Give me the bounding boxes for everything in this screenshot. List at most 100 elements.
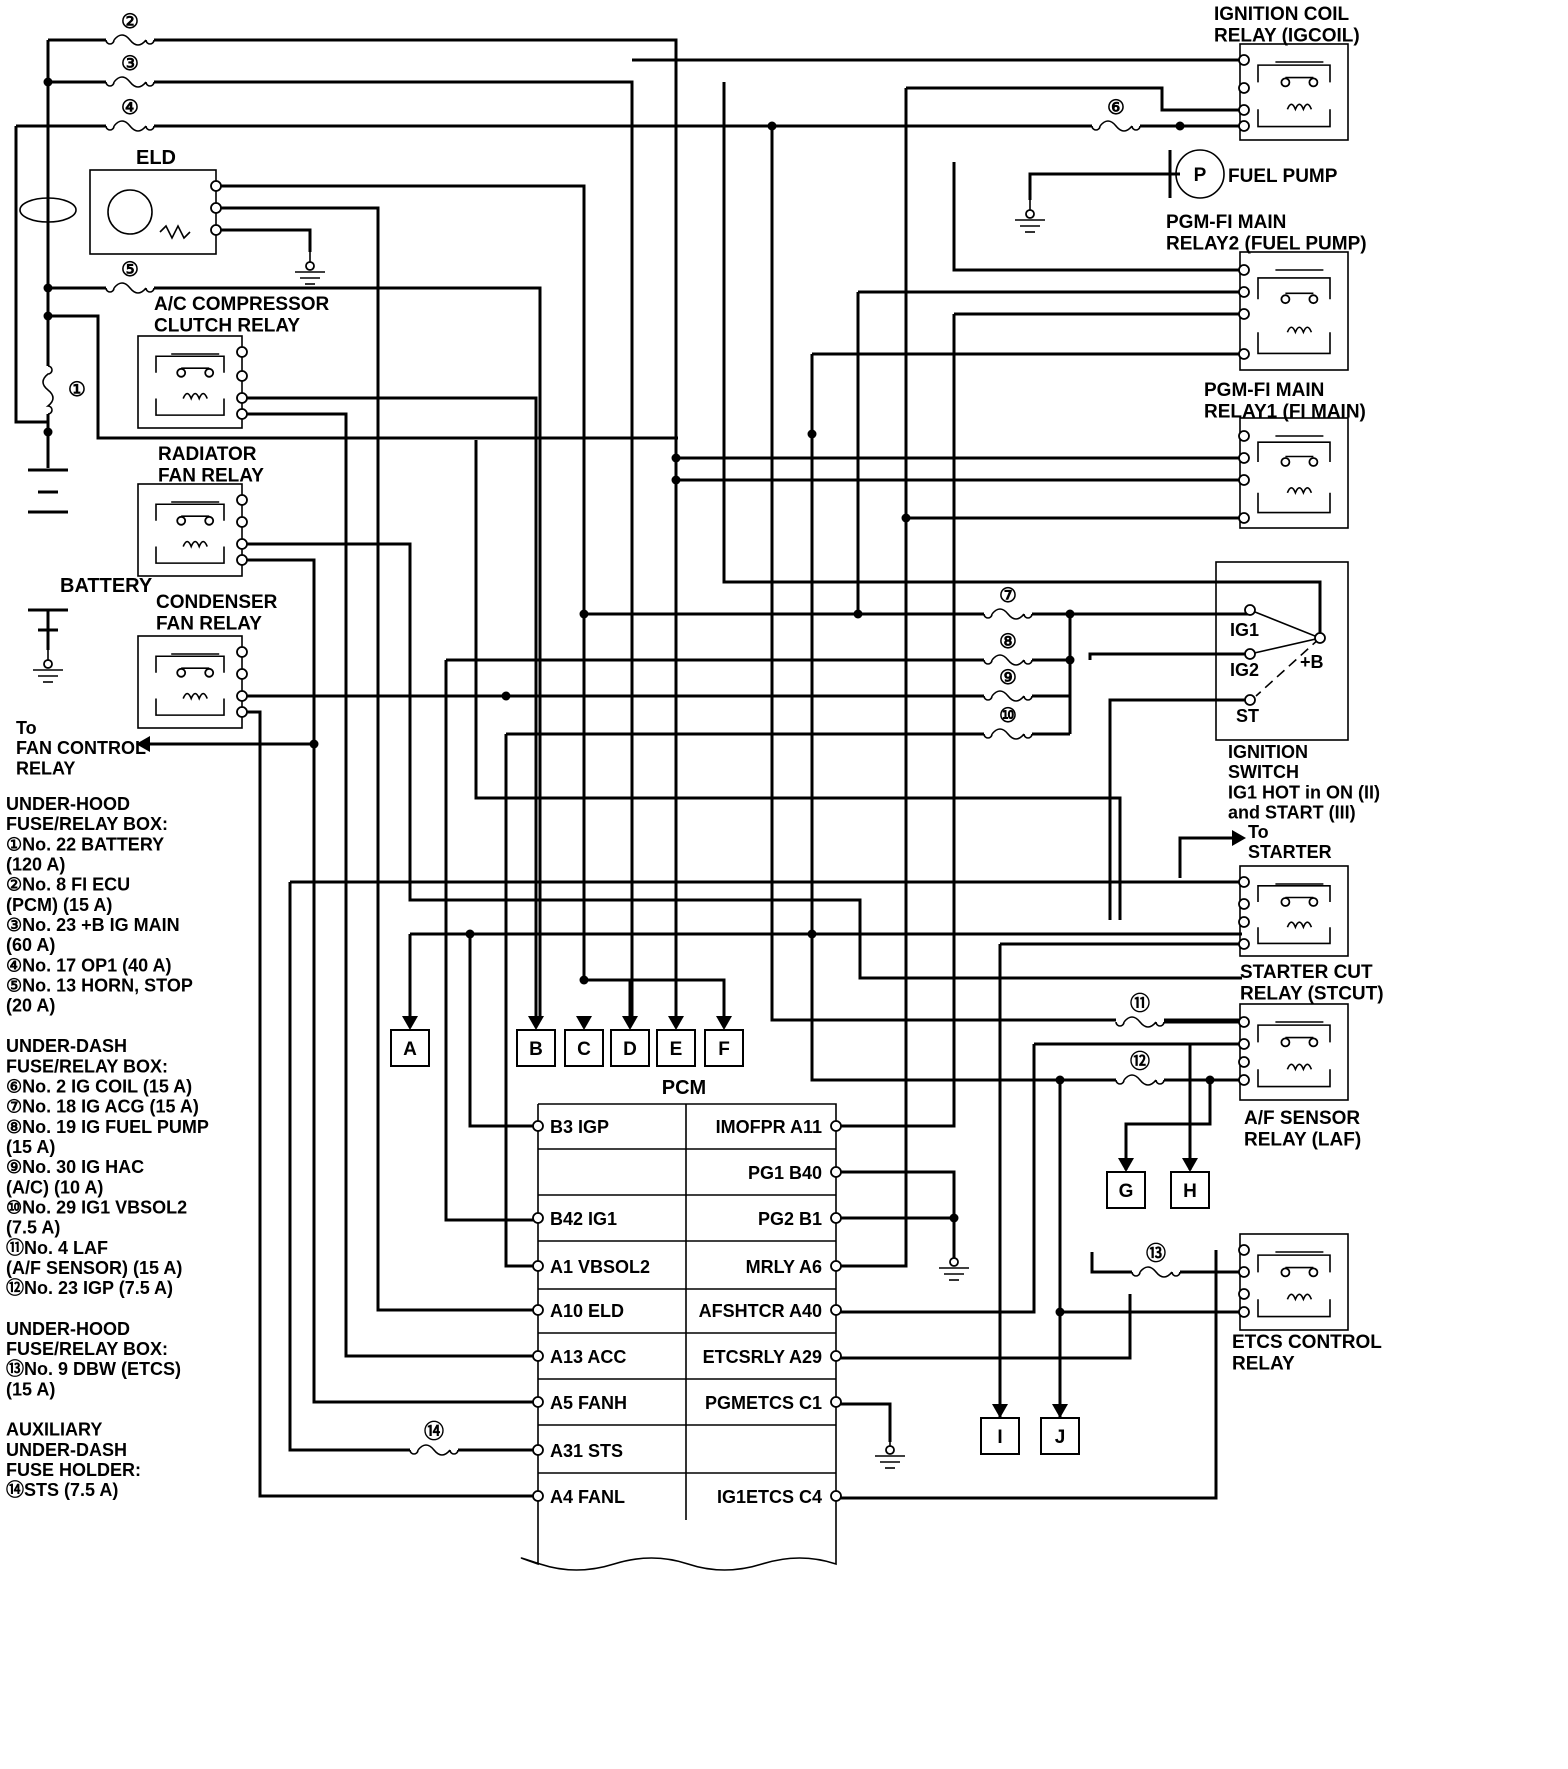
terminal-pin	[1244, 694, 1256, 706]
fuse-icon	[105, 76, 155, 88]
arrow-right-icon	[1232, 830, 1246, 846]
junction-dot	[807, 429, 817, 439]
fuse-icon	[983, 690, 1033, 702]
terminal-pin	[1238, 308, 1250, 320]
condenser-fan-relay	[137, 635, 243, 729]
terminal-pin	[1238, 348, 1250, 360]
pcm-title: PCM	[662, 1077, 706, 1099]
radiator-fan-relay	[137, 483, 243, 577]
connector-e-label: E	[670, 1039, 683, 1060]
terminal-pin	[1238, 120, 1250, 132]
pcm-pin-label: MRLY A6	[746, 1257, 822, 1277]
fuel-pump-symbol: P	[1194, 165, 1207, 186]
junction-dot	[579, 609, 589, 619]
ac-relay-coil	[242, 412, 538, 1358]
junction-dot	[1065, 655, 1075, 665]
pcm-pin-label: IG1ETCS C4	[717, 1487, 822, 1507]
arrow-left-icon	[136, 736, 150, 752]
terminal-pin	[1238, 104, 1250, 116]
terminal-pin	[1238, 1244, 1250, 1256]
legend-text: FUSE/RELAY BOX:	[6, 814, 168, 834]
terminal-pin	[236, 538, 248, 550]
sts-pcm	[288, 882, 538, 1452]
junction-dot	[1055, 1075, 1065, 1085]
fuse-icon	[1091, 120, 1141, 132]
fuel-pump-label: FUEL PUMP	[1228, 166, 1338, 187]
terminal-pin	[1238, 452, 1250, 464]
terminal-pin	[1238, 1074, 1250, 1086]
terminal-pin	[236, 706, 248, 718]
eld-box	[89, 169, 217, 255]
legend-text: (15 A)	[6, 1379, 55, 1399]
fuse13	[1090, 1252, 1242, 1274]
terminal-pin	[236, 516, 248, 528]
legend-text: ②No. 8 FI ECU	[6, 875, 130, 895]
terminal-pin	[830, 1212, 842, 1224]
ground-icon	[939, 1248, 969, 1281]
accessory-line	[48, 314, 678, 440]
fuse-number-label: ⑫	[1130, 1050, 1150, 1073]
junction-dot	[671, 453, 681, 463]
connector-c-label: C	[577, 1039, 591, 1060]
terminal-pin	[830, 1260, 842, 1272]
terminal-pin	[532, 1120, 544, 1132]
igcoil-relay	[1239, 43, 1349, 141]
etcs-relay-label: ETCS CONTROL	[1232, 1332, 1382, 1353]
pcm-pin-label: PGMETCS C1	[705, 1393, 822, 1413]
laf-relay	[1239, 1003, 1349, 1101]
terminal-pin	[1238, 1056, 1250, 1068]
legend-text: (A/F SENSOR) (15 A)	[6, 1258, 182, 1278]
ac-relay-out	[242, 396, 538, 1020]
condenser-relay-label: CONDENSER	[156, 592, 278, 613]
connector-b: B	[516, 1029, 556, 1067]
pcm-pin-label: AFSHTCR A40	[699, 1301, 822, 1321]
legend-text: ⑨No. 30 IG HAC	[6, 1157, 144, 1177]
terminal-pin	[1238, 264, 1250, 276]
terminal-pin	[210, 224, 222, 236]
arrow-down-icon	[1052, 1404, 1068, 1418]
ground-icon	[33, 650, 63, 683]
junction-dot	[309, 739, 319, 749]
pcm-pin-label: A1 VBSOL2	[550, 1257, 650, 1277]
connector-c: C	[564, 1029, 604, 1067]
terminal-pin	[1314, 632, 1326, 644]
fuse-number-label: ⑨	[999, 667, 1017, 689]
terminal-pin	[236, 554, 248, 566]
terminal-pin	[1238, 1288, 1250, 1300]
legend-text: FUSE/RELAY BOX:	[6, 1056, 168, 1076]
ig2-terminal-label: IG2	[1230, 660, 1259, 680]
legend-text: (PCM) (15 A)	[6, 895, 112, 915]
ignition-switch-caption: IGNITION	[1228, 742, 1308, 762]
st-line	[474, 440, 1122, 920]
arrow-down-icon	[716, 1016, 732, 1030]
fuse-number-label: ⑬	[1146, 1242, 1166, 1265]
connector-e: E	[656, 1029, 696, 1067]
junction-dot	[901, 513, 911, 523]
connector-d: D	[610, 1029, 650, 1067]
fan-control-label: FAN CONTROL	[16, 738, 146, 758]
legend-text: ⑦No. 18 IG ACG (15 A)	[6, 1097, 199, 1117]
legend-text: UNDER-DASH	[6, 1036, 127, 1056]
terminal-pin	[236, 370, 248, 382]
rad-coil	[242, 558, 538, 1404]
current-sensor-icon	[19, 197, 77, 223]
fi-main-relay-label: PGM-FI MAIN	[1204, 380, 1324, 401]
terminal-pin	[1238, 512, 1250, 524]
fuse-icon	[409, 1444, 459, 1456]
terminal-pin	[1238, 286, 1250, 298]
legend-text: ⑭STS (7.5 A)	[6, 1479, 118, 1500]
junction-dot	[807, 929, 817, 939]
fuse-icon	[1115, 1016, 1165, 1028]
arrow-down-icon	[528, 1016, 544, 1030]
ig1-pcm	[444, 660, 538, 1222]
igp	[468, 934, 538, 1128]
terminal-pin	[1238, 916, 1250, 928]
laf-relay-label: A/F SENSOR	[1244, 1108, 1360, 1129]
terminal-pin	[830, 1490, 842, 1502]
terminal-pin	[1238, 1306, 1250, 1318]
terminal-pin	[532, 1444, 544, 1456]
fuse2-line	[48, 38, 678, 1020]
legend-text: (60 A)	[6, 935, 55, 955]
junction-dot	[465, 929, 475, 939]
